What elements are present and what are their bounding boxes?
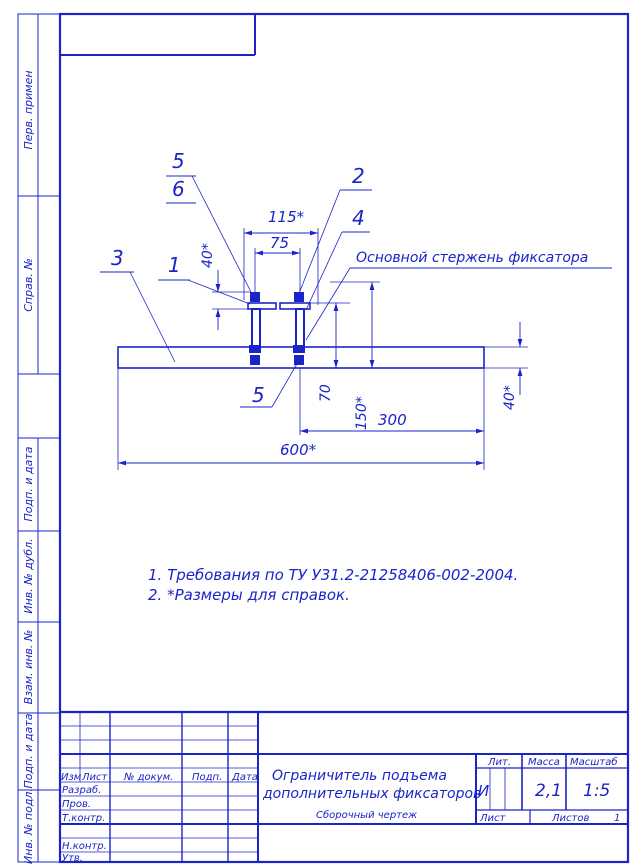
bolt-assembly-right (279, 292, 311, 365)
scale-value: 1:5 (583, 781, 610, 801)
svg-text:6: 6 (172, 177, 185, 201)
svg-text:2: 2 (352, 164, 365, 188)
top-nut-right (294, 292, 304, 302)
row-tkontr: Т.контр. (62, 813, 105, 824)
row-nkontr: Н.контр. (62, 841, 107, 852)
dim-40-left: 40* (200, 243, 250, 330)
title-line-1: Ограничитель подъема (272, 768, 447, 784)
dim-70: 70 (310, 302, 350, 402)
lit-label: Лит. (487, 757, 511, 768)
callout-2: 2 (297, 164, 372, 297)
scale-label: Масштаб (570, 756, 618, 768)
dim-75: 75 (254, 234, 301, 292)
bottom-nut-right (294, 355, 304, 365)
top-nut-left (250, 292, 260, 302)
dim-150: 150* (330, 281, 380, 430)
svg-text:5: 5 (252, 383, 265, 407)
row-razrab: Разраб. (62, 784, 101, 796)
callout-1: 1 (158, 253, 251, 305)
row-utv: Утв. (62, 853, 83, 864)
svg-text:1: 1 (168, 253, 181, 277)
col-doc: № докум. (123, 772, 173, 783)
callout-3: 3 (100, 246, 176, 363)
svg-text:4: 4 (352, 206, 365, 230)
mass-label: Масса (528, 757, 560, 768)
dim-70-label: 70 (318, 384, 334, 402)
sheets-label: Листов (551, 813, 589, 824)
dim-600-label: 600* (280, 441, 317, 459)
dim-40-left-label: 40* (200, 243, 216, 268)
mid-nut-left (249, 345, 261, 353)
title-line-2: дополнительных фиксаторов (262, 786, 481, 802)
bolt-assembly-left (247, 292, 277, 365)
bottom-nut-left (250, 355, 260, 365)
callout-6: 6 (166, 177, 196, 204)
assembly-drawing: 115* 75 40* 70 150* (100, 149, 612, 470)
dim-40-right: 40* (484, 322, 528, 410)
clamp-plate-left (247, 302, 277, 310)
drawing-frame (58, 12, 630, 864)
dim-75-label: 75 (270, 234, 289, 252)
bolt-shank-left (251, 308, 261, 350)
left-stamp-column: Перв. примен Справ. № Подп. и дата Инв. … (18, 13, 60, 864)
title-subtitle: Сборочный чертеж (316, 809, 417, 821)
mass-value: 2,1 (535, 781, 562, 801)
callout-5-bottom: 5 (240, 361, 299, 408)
dim-600: 600* (117, 368, 484, 470)
stamp-podp-i-data-2: Подп. и дата (22, 713, 35, 788)
stamp-inv-no-podl: Инв. № подл. (22, 788, 35, 864)
sheet-label: Лист (479, 813, 507, 824)
title-block: Изм Лист № докум. Подп. Дата Разраб. Про… (60, 710, 628, 864)
svg-text:3: 3 (111, 246, 124, 270)
col-izm: Изм (61, 772, 82, 783)
dim-150-label: 150* (354, 396, 370, 430)
stamp-perv-primen: Перв. примен (22, 70, 35, 149)
col-list: Лист (81, 772, 109, 783)
note-2: 2. *Размеры для справок. (148, 586, 350, 604)
svg-text:5: 5 (172, 149, 185, 173)
mid-nut-right (293, 345, 305, 353)
stamp-sprav-no: Справ. № (22, 258, 35, 312)
leader-note-main-rod: Основной стержень фиксатора (305, 250, 612, 341)
col-podp: Подп. (192, 772, 222, 783)
bolt-shank-right (295, 308, 305, 350)
note-1: 1. Требования по ТУ У31.2-21258406-002-2… (148, 566, 518, 584)
dim-115-label: 115* (268, 208, 305, 226)
dim-40-right-label: 40* (502, 385, 518, 410)
callout-5-top: 5 (166, 149, 253, 295)
stamp-inv-no-dubl: Инв. № дубл. (22, 538, 35, 613)
dim-300: 300 (299, 368, 485, 470)
svg-text:Основной стержень фиксатора: Основной стержень фиксатора (356, 250, 588, 266)
callout-4: 4 (305, 206, 370, 311)
dim-115: 115* (243, 208, 319, 305)
sheets-value: 1 (614, 813, 620, 824)
col-data: Дата (231, 772, 258, 783)
lit-value: И (478, 782, 489, 800)
stamp-podp-i-data-1: Подп. и дата (22, 446, 35, 521)
dim-300-label: 300 (378, 411, 407, 429)
row-prov: Пров. (62, 799, 91, 810)
stamp-vzam-inv-no: Взам. инв. № (22, 630, 35, 705)
designation-box (60, 14, 256, 56)
